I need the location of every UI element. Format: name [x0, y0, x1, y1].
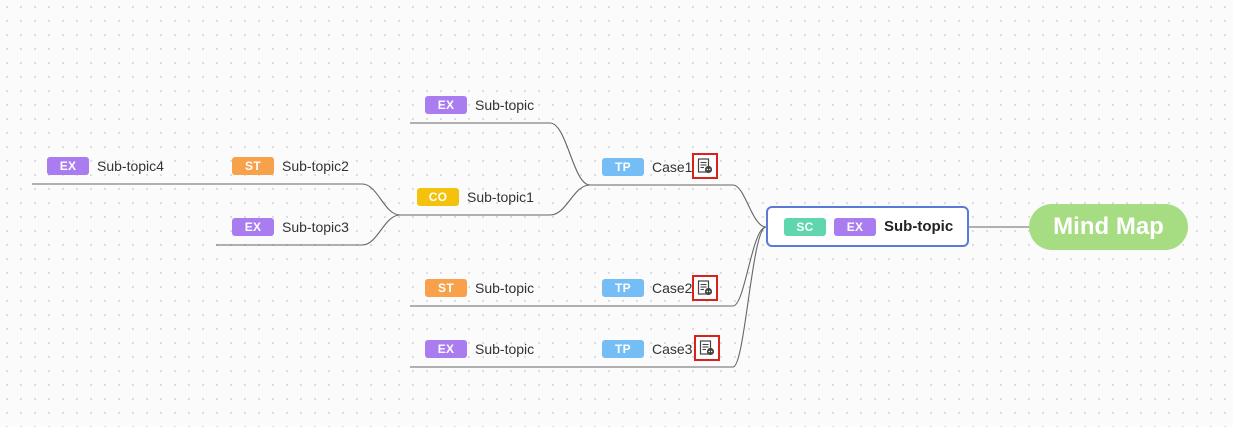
- topic-subtopic-label: Sub-topic: [475, 97, 535, 113]
- topic-subtopic1[interactable]: CO Sub-topic1: [417, 187, 534, 207]
- tag-tp-badge: TP: [602, 340, 644, 358]
- tag-co-badge: CO: [417, 188, 459, 206]
- tag-tp-badge: TP: [602, 158, 644, 176]
- tag-st-badge: ST: [232, 157, 274, 175]
- topic-subtopic3-label: Sub-topic3: [282, 219, 349, 235]
- topic-case2[interactable]: TP Case2: [602, 278, 692, 298]
- root-topic-mind-map[interactable]: Mind Map: [1029, 204, 1188, 250]
- tag-sc-badge: SC: [784, 217, 826, 236]
- tag-ex-badge: EX: [834, 217, 876, 236]
- tag-ex-badge: EX: [47, 157, 89, 175]
- tag-ex-badge: EX: [232, 218, 274, 236]
- topic-subtopic-st[interactable]: ST Sub-topic: [425, 278, 534, 298]
- note-icon: [697, 280, 713, 296]
- topic-subtopic1-label: Sub-topic1: [467, 189, 534, 205]
- topic-case3-label: Case3: [652, 341, 693, 357]
- topic-subtopic2[interactable]: ST Sub-topic2: [232, 156, 349, 176]
- case3-note-icon[interactable]: [694, 335, 720, 361]
- topic-subtopic-ex-top[interactable]: EX Sub-topic: [425, 95, 534, 115]
- case1-note-icon[interactable]: [692, 153, 718, 179]
- main-topic[interactable]: SC EX Sub-topic: [766, 206, 969, 247]
- connector-case1-subtopic1: [400, 184, 591, 216]
- tag-st-badge: ST: [425, 279, 467, 297]
- connector-main-case2: [590, 226, 767, 307]
- topic-subtopic-label: Sub-topic: [475, 341, 535, 357]
- connector-main-case3: [590, 226, 767, 368]
- topic-subtopic4[interactable]: EX Sub-topic4: [47, 156, 164, 176]
- topic-case1[interactable]: TP Case1: [602, 157, 692, 177]
- tag-tp-badge: TP: [602, 279, 644, 297]
- topic-case2-label: Case2: [652, 280, 693, 296]
- topic-subtopic-ex-bottom[interactable]: EX Sub-topic: [425, 339, 534, 359]
- topic-case3[interactable]: TP Case3: [602, 339, 692, 359]
- connector-main-case1: [590, 184, 767, 228]
- tag-ex-badge: EX: [425, 340, 467, 358]
- topic-subtopic2-label: Sub-topic2: [282, 158, 349, 174]
- case2-note-icon[interactable]: [692, 275, 718, 301]
- connector-subtopic1-subtopic3: [216, 214, 401, 246]
- topic-subtopic3[interactable]: EX Sub-topic3: [232, 217, 349, 237]
- note-icon: [699, 340, 715, 356]
- topic-case1-label: Case1: [652, 159, 693, 175]
- connector-case1-subtopic-top: [410, 122, 591, 186]
- connector-subtopic1-subtopic2: [216, 183, 401, 216]
- tag-ex-badge: EX: [425, 96, 467, 114]
- note-icon: [697, 158, 713, 174]
- topic-subtopic4-label: Sub-topic4: [97, 158, 164, 174]
- main-topic-label: Sub-topic: [884, 218, 954, 235]
- topic-subtopic-label: Sub-topic: [475, 280, 535, 296]
- root-topic-label: Mind Map: [1053, 213, 1164, 240]
